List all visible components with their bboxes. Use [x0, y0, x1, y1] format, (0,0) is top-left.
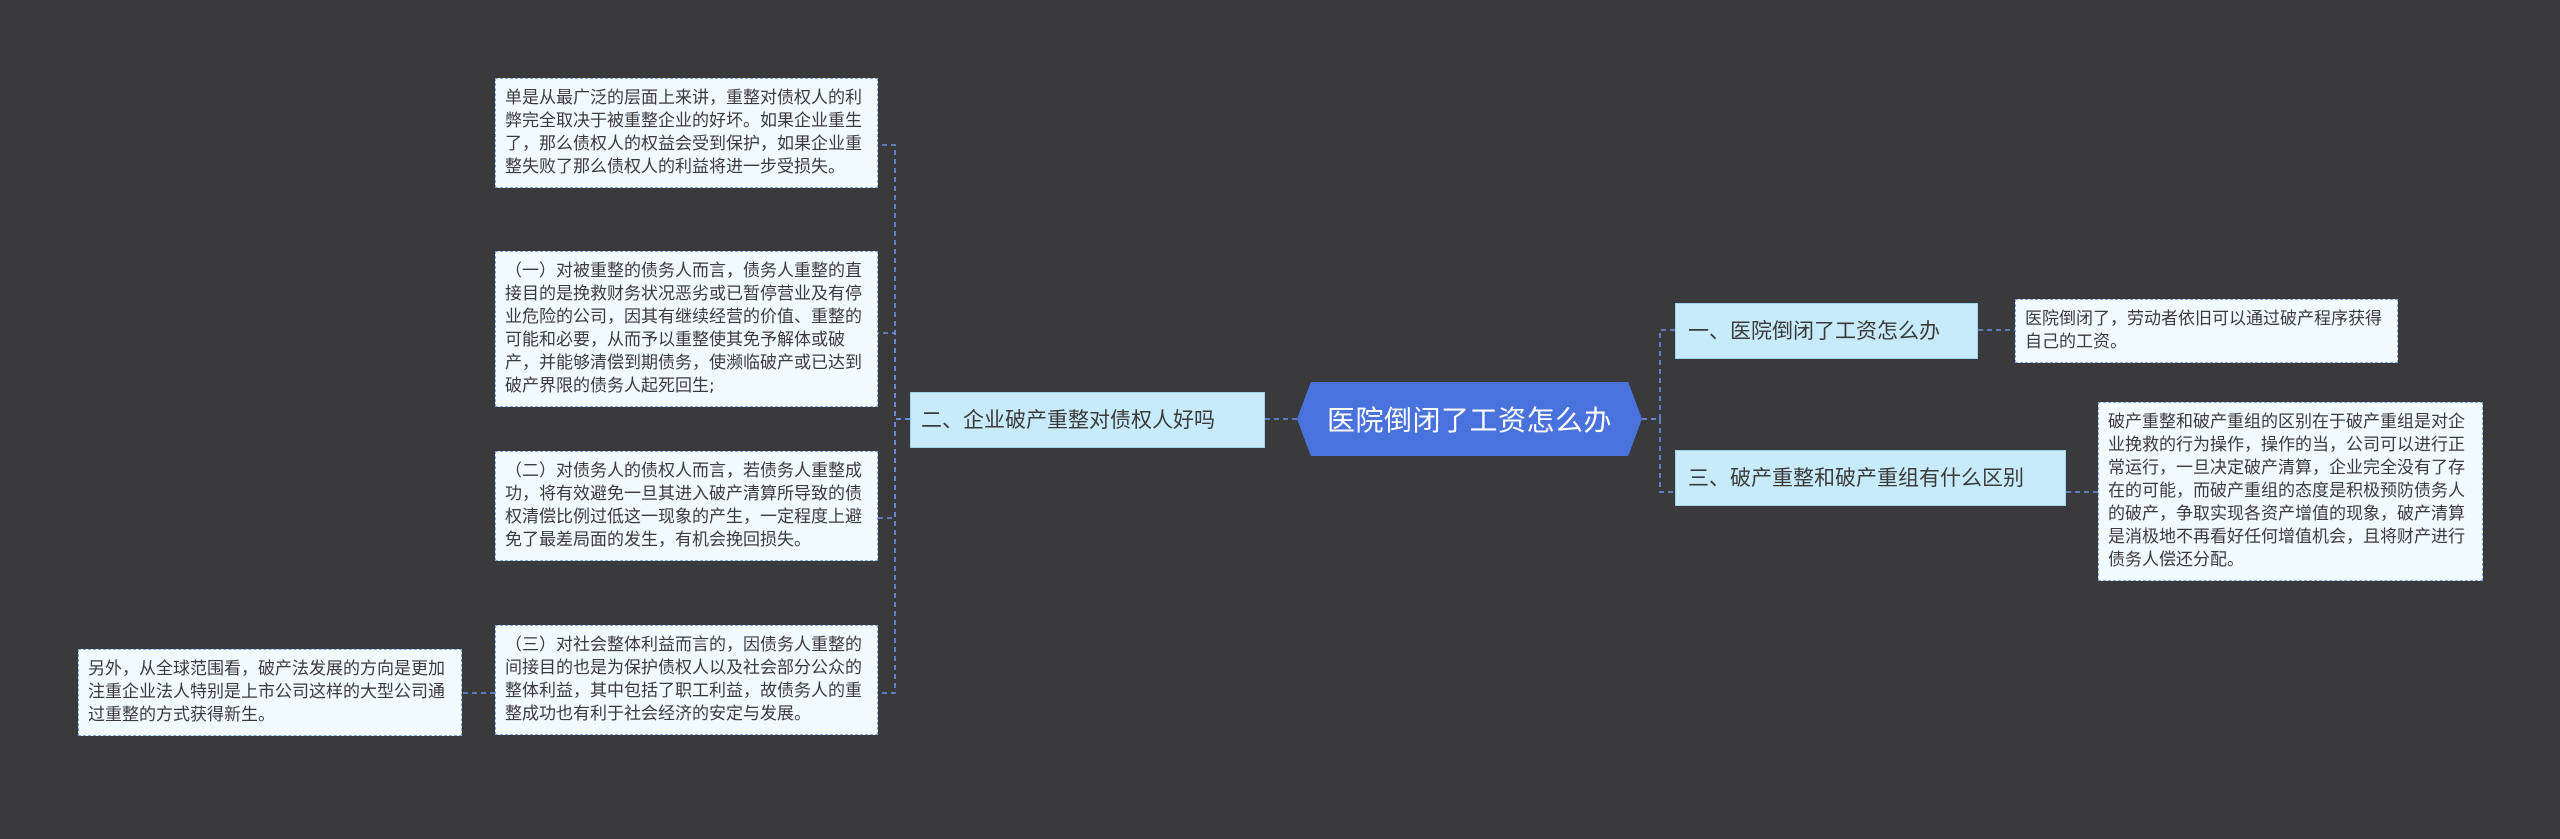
link-b2-leaf3 — [878, 418, 910, 519]
leaf-node-society-view[interactable]: （三）对社会整体利益而言的，因债务人重整的间接目的也是为保护债权人以及社会部分公… — [495, 625, 878, 735]
link-b2-leaf2 — [878, 332, 910, 420]
link-b2-leaf1 — [878, 144, 910, 420]
branch-label: 二、企业破产重整对债权人好吗 — [921, 408, 1215, 432]
leaf-text: 单是从最广泛的层面上来讲，重整对债权人的利弊完全取决于被重整企业的好坏。如果企业… — [505, 88, 862, 177]
branch-node-hospital-wages[interactable]: 一、医院倒闭了工资怎么办 — [1675, 303, 1978, 359]
leaf-text: 破产重整和破产重组的区别在于破产重组是对企业挽救的行为操作，操作的当，公司可以进… — [2108, 412, 2465, 570]
leaf-node-general-view[interactable]: 单是从最广泛的层面上来讲，重整对债权人的利弊完全取决于被重整企业的好坏。如果企业… — [495, 78, 878, 188]
leaf-text: 医院倒闭了，劳动者依旧可以通过破产程序获得自己的工资。 — [2025, 309, 2382, 352]
branch-label: 三、破产重整和破产重组有什么区别 — [1688, 466, 2024, 490]
branch-node-restructure-vs-reorganize[interactable]: 三、破产重整和破产重组有什么区别 — [1675, 450, 2066, 506]
link-root-b3 — [1642, 418, 1675, 493]
leaf-node-global-trend[interactable]: 另外，从全球范围看，破产法发展的方向是更加注重企业法人特别是上市公司这样的大型公… — [78, 649, 462, 736]
leaf-node-debtor-view[interactable]: （一）对被重整的债务人而言，债务人重整的直接目的是挽救财务状况恶劣或已暂停营业及… — [495, 251, 878, 407]
leaf-text: （二）对债务人的债权人而言，若债务人重整成功，将有效避免一旦其进入破产清算所导致… — [505, 461, 862, 550]
link-root-b1 — [1642, 329, 1675, 420]
leaf-text: 另外，从全球范围看，破产法发展的方向是更加注重企业法人特别是上市公司这样的大型公… — [88, 659, 445, 725]
link-b2-leaf4 — [878, 418, 910, 694]
leaf-text: （一）对被重整的债务人而言，债务人重整的直接目的是挽救财务状况恶劣或已暂停营业及… — [505, 261, 862, 396]
root-label: 医院倒闭了工资怎么办 — [1326, 404, 1612, 437]
leaf-node-creditor-view[interactable]: （二）对债务人的债权人而言，若债务人重整成功，将有效避免一旦其进入破产清算所导致… — [495, 451, 878, 561]
leaf-node-hospital-wages-answer[interactable]: 医院倒闭了，劳动者依旧可以通过破产程序获得自己的工资。 — [2015, 299, 2398, 363]
root-node[interactable]: 医院倒闭了工资怎么办 — [1297, 382, 1642, 456]
branch-node-restructure-for-creditors[interactable]: 二、企业破产重整对债权人好吗 — [910, 392, 1265, 448]
leaf-text: （三）对社会整体利益而言的，因债务人重整的间接目的也是为保护债权人以及社会部分公… — [505, 635, 862, 724]
branch-label: 一、医院倒闭了工资怎么办 — [1688, 319, 1940, 343]
leaf-node-restructure-difference[interactable]: 破产重整和破产重组的区别在于破产重组是对企业挽救的行为操作，操作的当，公司可以进… — [2098, 402, 2483, 581]
